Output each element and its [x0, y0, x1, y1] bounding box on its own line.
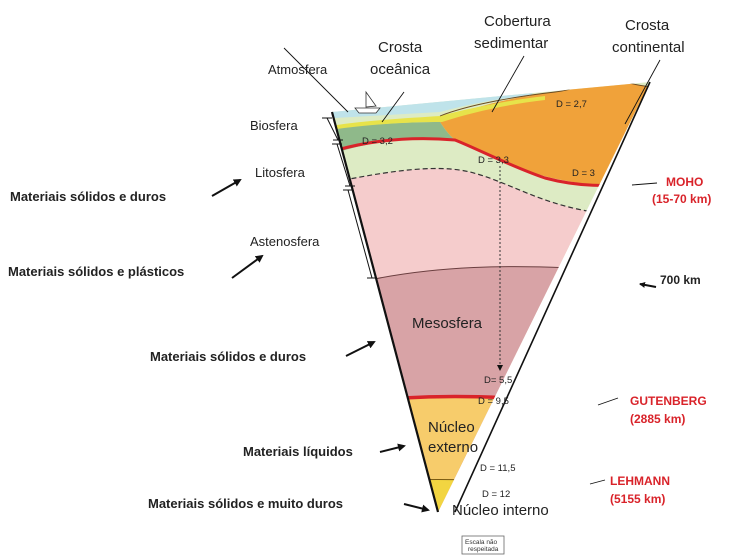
label-700km: 700 km: [660, 273, 701, 287]
density-9-5: D = 9,5: [478, 396, 509, 407]
label-crosta-continental-2: continental: [612, 39, 685, 56]
material-solidos-duros-2: Materiais sólidos e duros: [150, 349, 306, 364]
label-lehmann: LEHMANN: [610, 474, 670, 488]
density-2-7: D = 2,7: [556, 99, 587, 110]
label-nucleo-externo-2: externo: [428, 439, 478, 456]
label-mesosfera: Mesosfera: [412, 315, 483, 332]
label-astenosfera: Astenosfera: [250, 234, 320, 249]
density-3-2: D = 3,2: [362, 136, 393, 147]
label-crosta-oceanica-2: oceânica: [370, 61, 431, 78]
density-12: D = 12: [482, 489, 510, 500]
scale-note-line2: respeitada: [468, 546, 499, 553]
material-solidos-plasticos: Materiais sólidos e plásticos: [8, 264, 184, 279]
density-3-3: D = 3,3: [478, 155, 509, 166]
boat-icon: [355, 92, 380, 113]
density-11-5: D = 11,5: [480, 463, 515, 474]
label-cobertura-2: sedimentar: [474, 35, 548, 52]
label-gutenberg: GUTENBERG: [630, 394, 707, 408]
label-cobertura-1: Cobertura: [484, 13, 551, 30]
label-litosfera: Litosfera: [255, 165, 306, 180]
scale-note-line1: Escala não: [465, 539, 498, 546]
scale-note: Escala não respeitada: [462, 536, 504, 554]
label-biosfera: Biosfera: [250, 118, 298, 133]
label-nucleo-interno: Núcleo interno: [452, 502, 549, 519]
material-solidos-duros-1: Materiais sólidos e duros: [10, 189, 166, 204]
label-gutenberg-depth: (2885 km): [630, 412, 685, 426]
earth-layers: [300, 60, 700, 530]
label-atmosfera: Atmosfera: [268, 62, 328, 77]
material-liquidos: Materiais líquidos: [243, 444, 353, 459]
lehmann-boundary-line: [300, 480, 620, 491]
label-crosta-continental-1: Crosta: [625, 17, 670, 34]
material-solidos-muito-duros: Materiais sólidos e muito duros: [148, 496, 343, 511]
label-nucleo-externo-1: Núcleo: [428, 419, 475, 436]
label-crosta-oceanica-1: Crosta: [378, 39, 423, 56]
label-moho-depth: (15-70 km): [652, 192, 711, 206]
density-3: D = 3: [572, 168, 595, 179]
label-moho: MOHO: [666, 175, 703, 189]
label-lehmann-depth: (5155 km): [610, 492, 665, 506]
density-5-5: D= 5,5: [484, 375, 512, 386]
